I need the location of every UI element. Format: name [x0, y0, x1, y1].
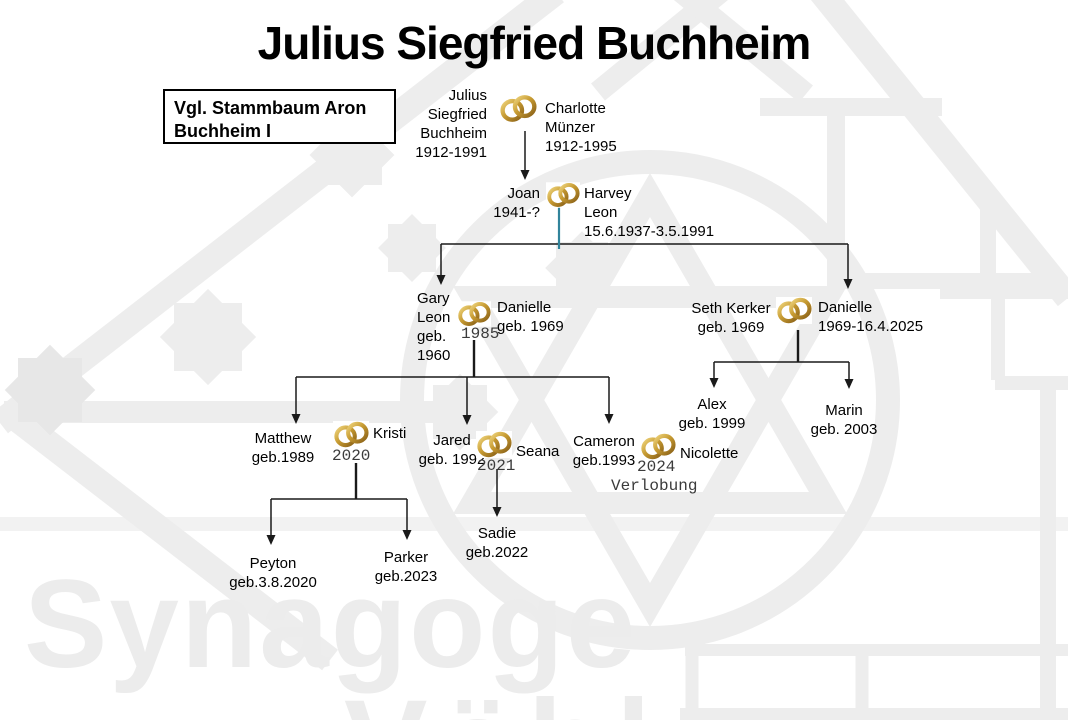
watermark-word-voehl: Vöhl: [344, 682, 663, 720]
wedding-rings-icon: [546, 182, 580, 208]
person-charlotte: Charlotte Münzer 1912-1995: [545, 100, 617, 155]
note-box: Vgl. Stammbaum Aron Buchheim I: [163, 89, 396, 144]
wedding-rings-icon: [776, 297, 812, 324]
person-marin: Marin geb. 2003: [810, 402, 878, 438]
person-harvey: Harvey Leon 15.6.1937-3.5.1991: [584, 185, 715, 240]
watermark-word-synagoge: Synagoge: [24, 555, 638, 694]
person-peyton: Peyton geb.3.8.2020: [229, 555, 317, 591]
person-seth-kerker: Seth Kerker geb. 1969: [691, 300, 771, 336]
person-nicolette: Nicolette: [680, 445, 739, 462]
person-joan: Joan 1941-?: [493, 185, 540, 221]
person-julius: Julius Siegfried Buchheim 1912-1991: [415, 87, 487, 161]
marriage-year-cameron-nicolette: 2024: [637, 458, 676, 476]
person-danielle-leon: Danielle geb. 1969: [497, 299, 564, 335]
person-cameron: Cameron geb.1993: [572, 433, 636, 469]
person-alex: Alex geb. 1999: [678, 396, 746, 432]
note-box-line2: Buchheim I: [174, 121, 272, 141]
wedding-rings-icon: [476, 431, 512, 458]
engagement-note: Verlobung: [611, 477, 698, 495]
page-title: Julius Siegfried Buchheim: [257, 17, 812, 69]
arrowheads: [266, 170, 854, 545]
person-kristi: Kristi: [373, 425, 407, 442]
wedding-rings-icon: [333, 421, 369, 448]
person-jared: Jared geb. 1992: [418, 432, 486, 468]
person-seana: Seana: [516, 443, 560, 460]
wedding-rings-icon: [640, 433, 676, 460]
person-sadie: Sadie geb.2022: [465, 525, 529, 561]
wedding-rings-icon: [457, 301, 491, 327]
person-matthew: Matthew geb.1989: [251, 430, 315, 466]
wedding-rings-icon: [499, 94, 537, 123]
person-gary: Gary Leon geb. 1960: [417, 290, 451, 364]
person-parker: Parker geb.2023: [374, 549, 438, 585]
person-danielle-kerker: Danielle 1969-16.4.2025: [818, 299, 924, 335]
marriage-year-gary-danielle: 1985: [461, 325, 500, 343]
marriage-year-jared-seana: 2021: [477, 457, 516, 475]
note-box-line1: Vgl. Stammbaum Aron: [174, 98, 367, 118]
marriage-year-matthew-kristi: 2020: [332, 447, 371, 465]
